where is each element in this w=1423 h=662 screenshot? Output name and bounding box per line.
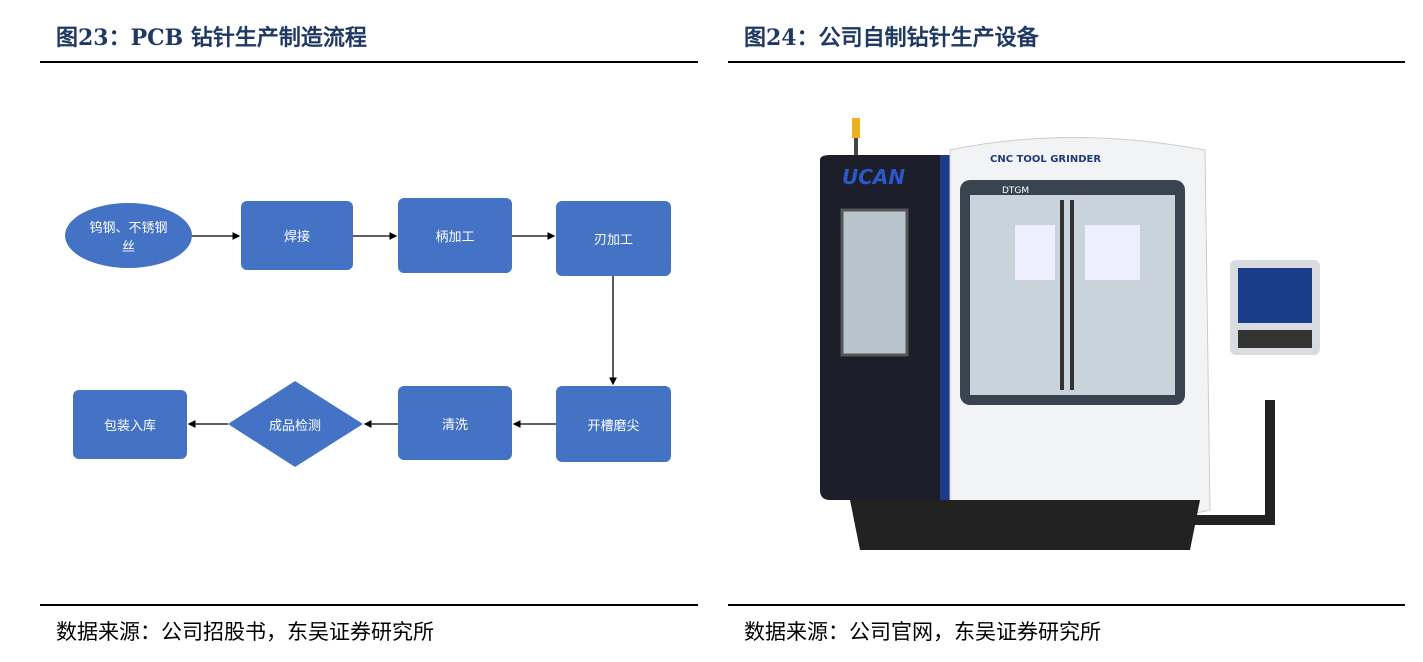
bottom-rule-right [728,604,1405,606]
top-rule-left [40,61,698,63]
figure-23-title: 图23：PCB 钻针生产制造流程 [56,25,367,51]
flow-clean: 清洗 [398,386,512,460]
machine-model: DTGM [1002,186,1029,196]
inspect-diamond [228,381,363,467]
source-right: 数据来源：公司官网，东吴证券研究所 [744,620,1101,644]
flow-edge: 刃加工 [556,201,671,276]
figure-24-title: 图24：公司自制钻针生产设备 [744,25,1039,51]
brand-logo: UCAN [842,165,905,189]
machine-label: CNC TOOL GRINDER [990,154,1101,165]
flow-weld: 焊接 [241,201,353,270]
cnc-grinder-image: UCAN CNC TOOL GRINDER DTGM [820,118,1320,550]
flow-start-ellipse: 钨钢、不锈钢丝 [65,203,192,268]
flow-groove: 开槽磨尖 [556,386,671,462]
source-left: 数据来源：公司招股书，东吴证券研究所 [56,620,434,644]
flow-shank: 柄加工 [398,198,512,273]
flow-connectors [187,232,617,467]
top-rule-right [728,61,1405,63]
bottom-rule-left [40,604,698,606]
flow-inspect: 成品检测 [268,418,321,434]
flow-pack: 包装入库 [73,390,187,459]
